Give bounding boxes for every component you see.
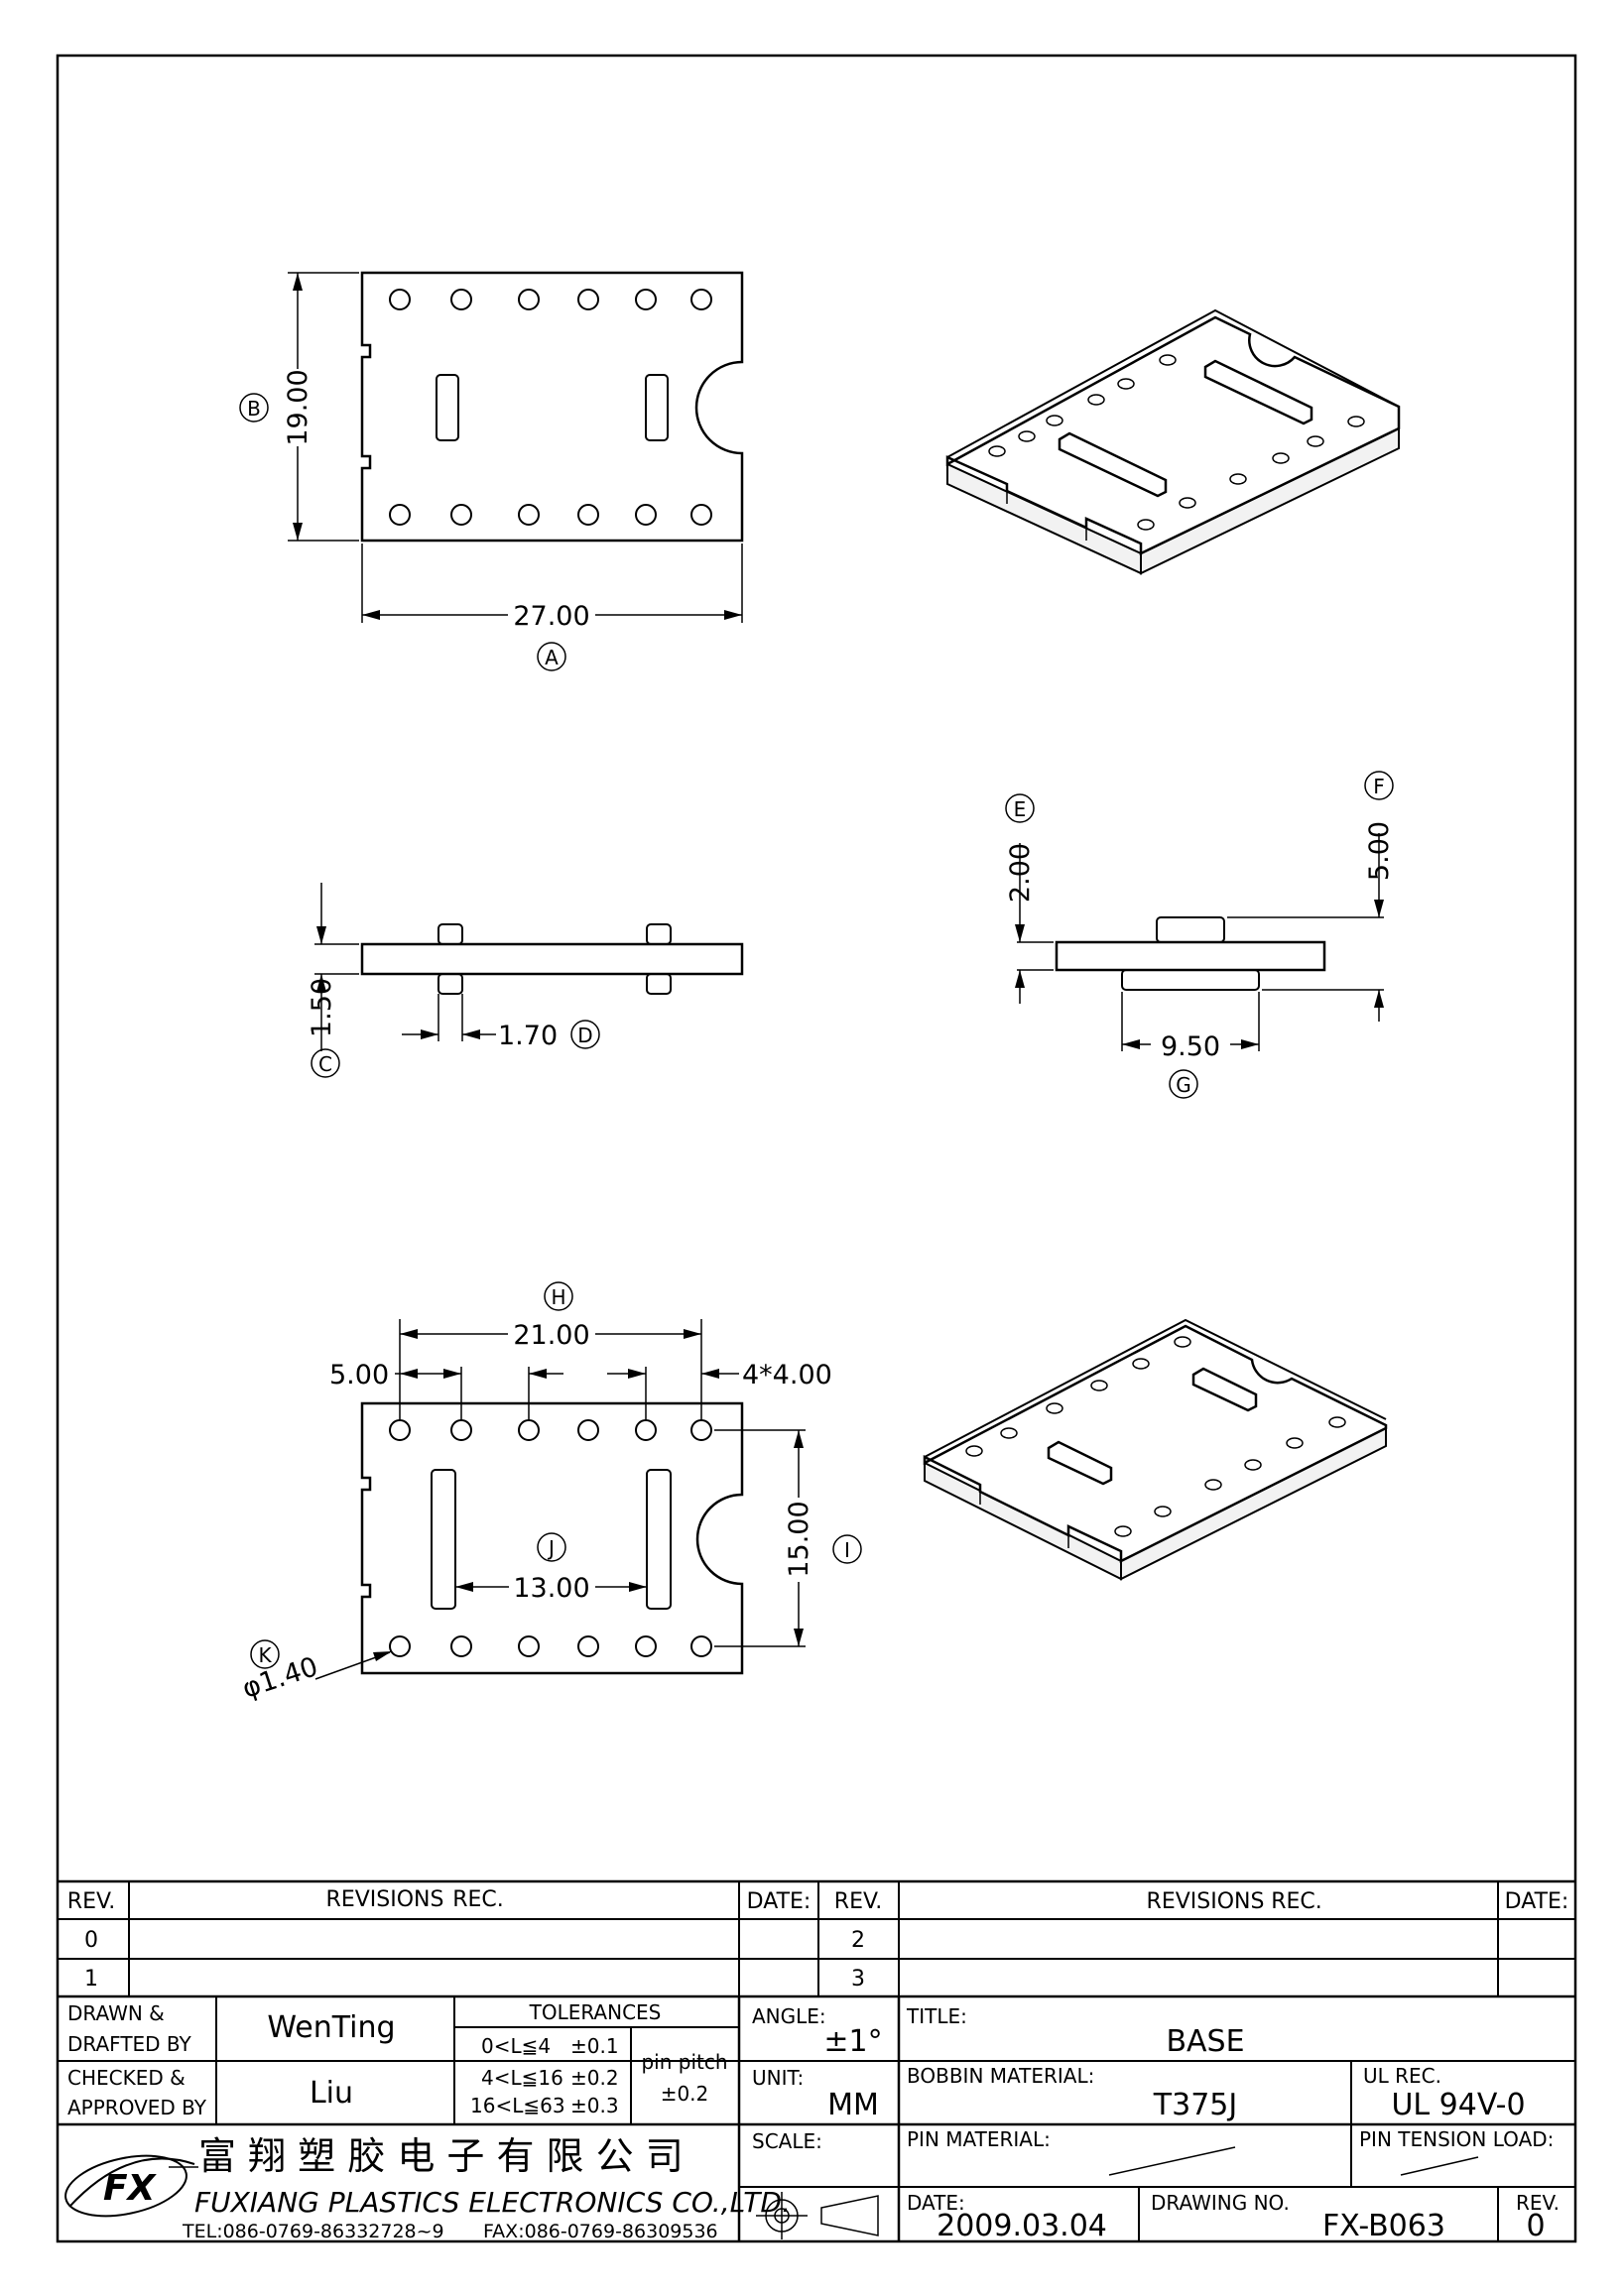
rev-header-right: REV. — [834, 1889, 882, 1914]
company-name-en: FUXIANG PLASTICS ELECTRONICS CO.,LTD. — [194, 2186, 791, 2219]
tol-2-range: 4<L≦16 — [481, 2066, 563, 2090]
side-view: 2.00 E 5.00 F 9.50 G — [1005, 771, 1395, 1099]
bobbin-material-value: T375J — [1153, 2088, 1237, 2122]
drawing-no-value: FX-B063 — [1322, 2209, 1445, 2243]
iso1-holes — [988, 354, 1365, 531]
tol-3-value: ±0.3 — [570, 2094, 619, 2117]
dim-height: 19.00 — [283, 369, 313, 445]
date-value: 2009.03.04 — [937, 2209, 1107, 2243]
rev-row-2: 2 — [851, 1928, 865, 1953]
revisions-header-left: REVISIONS — [326, 1887, 444, 1912]
date-label: DATE: — [907, 2191, 965, 2215]
scale-label: SCALE: — [752, 2129, 822, 2153]
dim-overall-height: 5.00 — [1364, 821, 1395, 881]
isometric-view-2 — [923, 1318, 1388, 1581]
tol-1-value: ±0.1 — [570, 2034, 619, 2058]
rev-header-left: REV. — [67, 1889, 115, 1914]
balloon-a: A — [545, 646, 559, 669]
company-fax: FAX:086-0769-86309536 — [483, 2221, 718, 2242]
angle-value: ±1° — [823, 2024, 882, 2059]
iso2-holes — [965, 1336, 1346, 1537]
title-block: DRAWN & DRAFTED BY WenTing CHECKED & APP… — [58, 1996, 1575, 2243]
dim-thickness: 1.50 — [307, 978, 337, 1037]
balloon-e: E — [1014, 797, 1027, 821]
revisions-table: REV. REVISIONS REC. DATE: REV. REVISIONS… — [58, 1879, 1575, 1998]
isometric-view-1 — [945, 308, 1401, 575]
ul-rec-label: UL REC. — [1363, 2064, 1441, 2088]
rev-label: REV. — [1516, 2191, 1560, 2215]
top-view: 19.00 B 27.00 A — [239, 271, 744, 671]
dim-hole-dia: φ1.40 — [239, 1651, 322, 1705]
unit-label: UNIT: — [752, 2066, 804, 2090]
company-logo-text: FX — [103, 2168, 158, 2209]
balloon-c: C — [318, 1052, 332, 1076]
dim-bottom-width: 9.50 — [1161, 1031, 1220, 1062]
rev-value: 0 — [1526, 2209, 1545, 2243]
balloon-i: I — [844, 1538, 850, 1562]
dim-row-spacing: 15.00 — [784, 1501, 814, 1577]
date-header-right: DATE: — [1505, 1889, 1569, 1914]
dim-boss-height-top: 2.00 — [1005, 843, 1036, 903]
projection-symbol — [756, 2192, 879, 2239]
checked-by: Liu — [310, 2076, 353, 2111]
balloon-h: H — [551, 1285, 565, 1309]
company-logo: FX — [64, 2154, 195, 2218]
slot-left — [436, 374, 459, 441]
rev-row-1: 1 — [84, 1967, 98, 1992]
rev-row-3: 3 — [851, 1967, 865, 1992]
tol-2-value: ±0.2 — [570, 2066, 619, 2090]
dim-pin-span: 21.00 — [513, 1320, 589, 1351]
checked-label-1: CHECKED & — [67, 2066, 186, 2090]
pin-pitch-label: pin pitch — [641, 2050, 727, 2074]
title-label: TITLE: — [906, 2004, 967, 2028]
dim-boss-width: 1.70 — [498, 1021, 558, 1051]
drawn-by: WenTing — [267, 2010, 395, 2045]
balloon-d: D — [577, 1024, 592, 1047]
drawing-no-label: DRAWING NO. — [1151, 2191, 1290, 2215]
angle-label: ANGLE: — [752, 2004, 826, 2028]
title-value: BASE — [1166, 2024, 1244, 2059]
dim-width: 27.00 — [513, 601, 589, 632]
tolerances-label: TOLERANCES — [529, 2000, 662, 2024]
company-block: FX 富 翔 塑 胶 电 子 有 限 公 司 FUXIANG PLASTICS … — [64, 2134, 791, 2242]
dim-slot-spacing: 13.00 — [513, 1573, 589, 1604]
pin-pitch-value: ±0.2 — [661, 2082, 709, 2106]
date-header-left: DATE: — [747, 1889, 812, 1914]
rec-header-left: REC. — [452, 1887, 504, 1912]
company-tel: TEL:086-0769-86332728~9 — [182, 2221, 444, 2242]
bottom-view: 21.00 H 5.00 4*4.00 15.00 I 13.00 — [239, 1281, 862, 1705]
ul-rec-value: UL 94V-0 — [1391, 2088, 1525, 2122]
tol-3-range: 16<L≦63 — [470, 2094, 565, 2117]
balloon-k: K — [258, 1643, 272, 1667]
drawn-label-1: DRAWN & — [67, 2001, 165, 2025]
unit-value: MM — [827, 2088, 879, 2122]
balloon-b: B — [247, 397, 261, 421]
tol-1-range: 0<L≦4 — [481, 2034, 551, 2058]
revisions-header-right: REVISIONS — [1147, 1889, 1265, 1914]
company-name-cn: 富 翔 塑 胶 电 子 有 限 公 司 — [198, 2134, 684, 2178]
dim-pin-pitch: 4*4.00 — [742, 1360, 832, 1390]
checked-label-2: APPROVED BY — [67, 2096, 207, 2119]
balloon-j: J — [547, 1536, 555, 1560]
rev-row-0: 0 — [84, 1928, 98, 1953]
sheet-border — [56, 54, 1577, 2243]
drawn-label-2: DRAFTED BY — [67, 2032, 192, 2056]
pin-tension-label: PIN TENSION LOAD: — [1359, 2127, 1554, 2151]
pin-material-label: PIN MATERIAL: — [907, 2127, 1051, 2151]
slot-right — [645, 374, 669, 441]
balloon-f: F — [1373, 775, 1385, 798]
bobbin-material-label: BOBBIN MATERIAL: — [907, 2064, 1094, 2088]
rec-header-right: REC. — [1271, 1889, 1322, 1914]
front-view: 1.50 C 1.70 D — [307, 883, 744, 1078]
dim-pin-offset: 5.00 — [329, 1360, 389, 1390]
balloon-g: G — [1176, 1073, 1191, 1097]
